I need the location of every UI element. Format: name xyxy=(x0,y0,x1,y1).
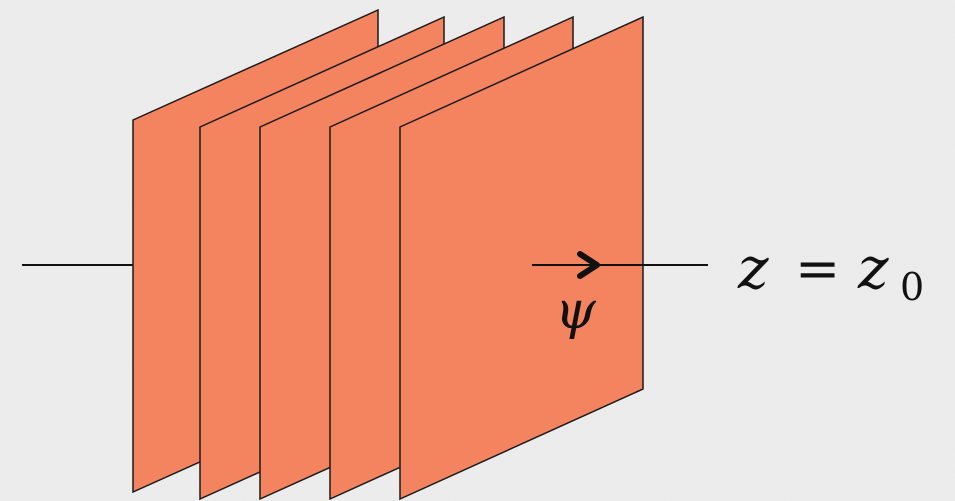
plane-equation-variable: z xyxy=(737,234,769,302)
plane-equation-rhs-variable: z xyxy=(857,234,889,302)
wave-label-psi: ψ xyxy=(555,281,597,341)
wavefront-plane-5 xyxy=(399,15,644,501)
plane-equation-equals: = xyxy=(795,237,840,300)
wavefront-planes xyxy=(132,8,644,501)
plane-equation-subscript: 0 xyxy=(900,265,924,309)
propagation-arrow-icon xyxy=(577,251,600,279)
plane-equation-label: z = z 0 xyxy=(737,234,924,309)
